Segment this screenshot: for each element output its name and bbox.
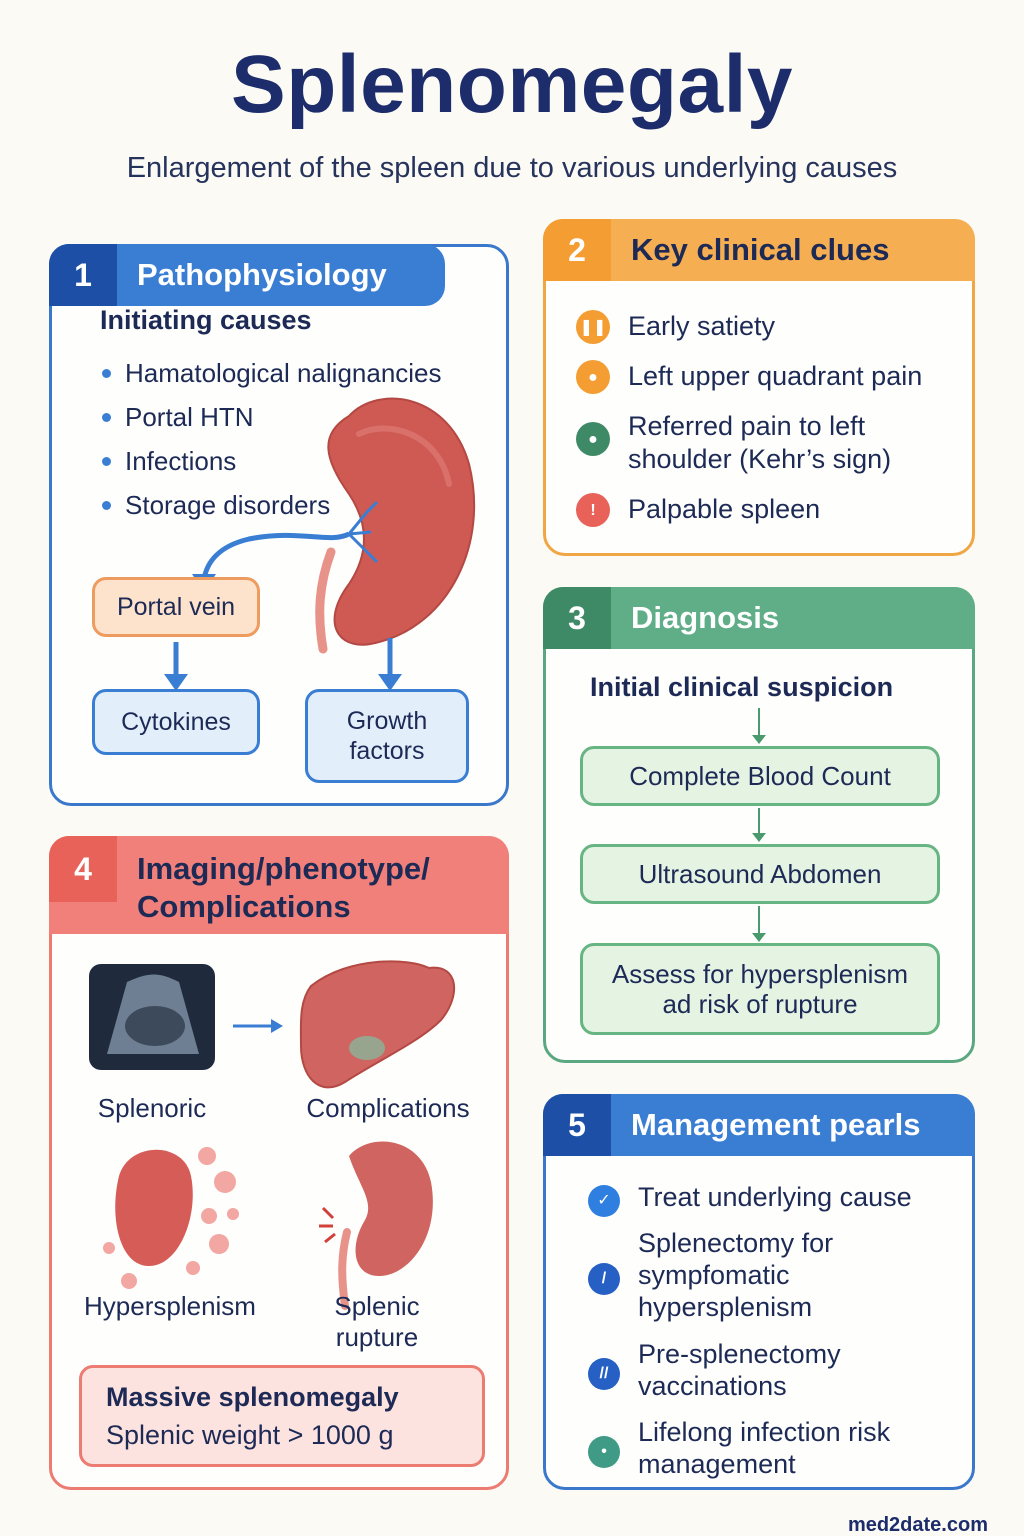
alert-icon: ! (576, 493, 610, 527)
pearl-item: / Splenectomy for sympfomatic hypersplen… (588, 1227, 908, 1323)
clue-item: ● Left upper quadrant pain (576, 360, 922, 394)
pearl-label: Treat underlying cause (638, 1182, 912, 1212)
section-title: Pathophysiology (137, 257, 387, 292)
clue-label: Early satiety (628, 311, 776, 341)
section-number: 2 (543, 219, 611, 281)
imaging-panel: 4 Imaging/phenotype/ Complications Splen… (49, 836, 509, 1490)
clue-item: ● Referred pain to left shoulder (Kehr’s… (576, 410, 956, 476)
pearl-item: • Lifelong infection risk management (588, 1416, 928, 1480)
stomach-icon: ❚❚ (576, 310, 610, 344)
pearl-label: Splenectomy for sympfomatic hypersplenis… (638, 1228, 834, 1322)
page-title: Splenomegaly (231, 39, 793, 130)
section-number: 5 (543, 1094, 611, 1156)
scalpel-icon: / (588, 1263, 620, 1295)
section-title: Management pearls (631, 1107, 921, 1142)
check-icon: ✓ (588, 1185, 620, 1217)
causes-list: Hamatological nalignancies Portal HTN In… (102, 351, 442, 527)
massive-title: Massive splenomegaly (106, 1382, 399, 1412)
pearl-item: // Pre-splenectomy vaccinations (588, 1338, 908, 1402)
imaging-caption: Hypersplenism (84, 1291, 256, 1321)
massive-desc: Splenic weight > 1000 g (106, 1420, 394, 1450)
list-item: Portal HTN (102, 395, 442, 439)
shield-icon: • (588, 1436, 620, 1468)
page-subtitle: Enlargement of the spleen due to various… (126, 152, 898, 184)
section-number: 3 (543, 587, 611, 649)
diagnosis-step: Assess for hypersplenism ad risk of rupt… (580, 943, 940, 1035)
syringe-icon: // (588, 1358, 620, 1390)
causes-heading: Initiating causes (100, 305, 312, 335)
pathophysiology-panel: 1 Pathophysiology Initiating causes Hama… (49, 244, 509, 806)
pathophysiology-header: 1 Pathophysiology (49, 244, 445, 306)
cytokines-box: Cytokines (92, 689, 260, 755)
clue-item: ❚❚ Early satiety (576, 310, 775, 344)
pearl-label: Pre-splenectomy vaccinations (638, 1339, 841, 1401)
list-item: Hamatological nalignancies (102, 351, 442, 395)
arrow-down-icon (752, 708, 766, 744)
clue-label: Left upper quadrant pain (628, 361, 923, 391)
list-item: Infections (102, 439, 442, 483)
imaging-caption: Splenoric (97, 1093, 207, 1123)
section-number: 1 (49, 244, 117, 306)
clinical-clues-header: 2 Key clinical clues (543, 219, 975, 281)
diagnosis-start: Initial clinical suspicion (590, 672, 894, 702)
diagnosis-header: 3 Diagnosis (543, 587, 975, 649)
massive-splenomegaly-box: Massive splenomegaly Splenic weight > 10… (79, 1365, 485, 1467)
diagnosis-step: Ultrasound Abdomen (580, 844, 940, 904)
growth-factors-box: Growth factors (305, 689, 469, 783)
imaging-illustrations-icon (89, 960, 456, 1310)
watermark: med2date.com (847, 1514, 988, 1536)
pearl-item: ✓ Treat underlying cause (588, 1181, 912, 1217)
person-icon: ● (576, 422, 610, 456)
clinical-clues-panel: 2 Key clinical clues ❚❚ Early satiety ● … (543, 219, 975, 556)
clue-item: ! Palpable spleen (576, 493, 820, 527)
diagnosis-step: Complete Blood Count (580, 746, 940, 806)
person-icon: ● (576, 360, 610, 394)
management-panel: 5 Management pearls ✓ Treat underlying c… (543, 1094, 975, 1490)
pearl-label: Lifelong infection risk management (638, 1417, 891, 1479)
section-number: 4 (49, 836, 117, 902)
imaging-caption: Splenic rupture (334, 1291, 420, 1352)
diagnosis-panel: 3 Diagnosis Initial clinical suspicion C… (543, 587, 975, 1063)
clue-label: Referred pain to left shoulder (Kehr’s s… (628, 411, 892, 474)
section-title: Diagnosis (631, 600, 780, 635)
section-title: Imaging/phenotype/ Complications (137, 851, 430, 924)
arrow-down-icon (752, 808, 766, 842)
list-item: Storage disorders (102, 483, 442, 527)
arrow-down-icon (752, 906, 766, 942)
portal-vein-box: Portal vein (92, 577, 260, 637)
imaging-header: 4 Imaging/phenotype/ Complications (49, 836, 509, 934)
section-title: Key clinical clues (631, 232, 890, 267)
imaging-caption: Complications (306, 1093, 470, 1123)
management-header: 5 Management pearls (543, 1094, 975, 1156)
clue-label: Palpable spleen (628, 494, 821, 524)
